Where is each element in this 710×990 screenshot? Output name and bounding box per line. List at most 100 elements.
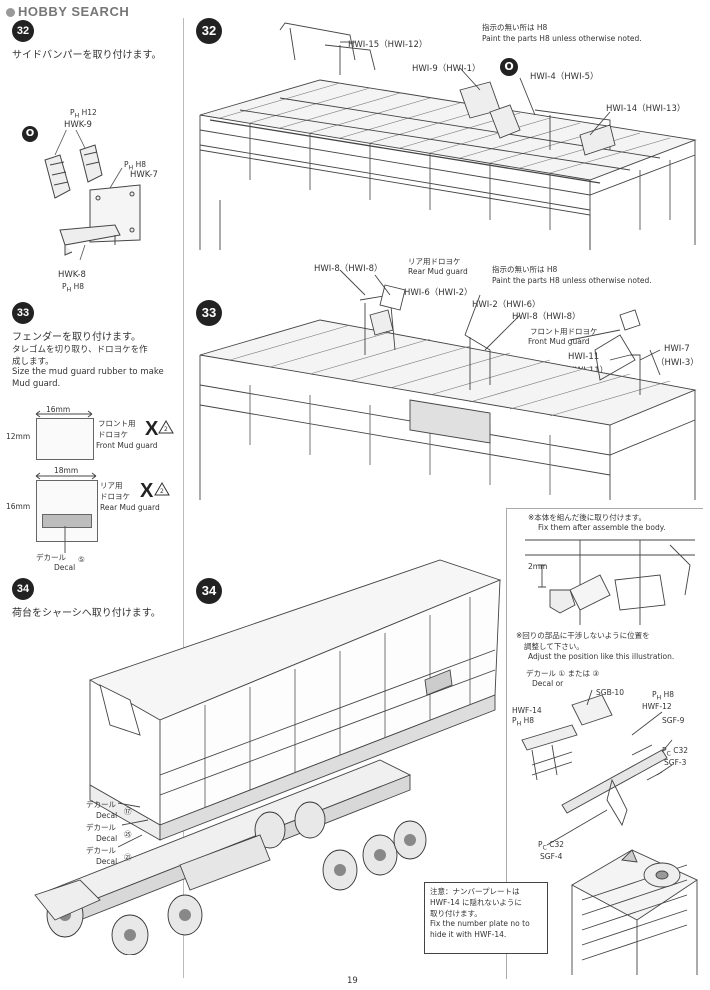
front-width-arrow [35, 410, 93, 418]
logo-dot-icon [6, 8, 15, 17]
front-count-triangle [158, 420, 174, 434]
hwk9-paint: PH H12 [70, 108, 97, 120]
sgb10-label: SGB-10 [596, 688, 624, 697]
hwi7b-label: （HWI-3） [656, 358, 699, 368]
inset-note2-en: Adjust the position like this illustrati… [528, 652, 675, 661]
page-number: 19 [347, 976, 358, 986]
rear-mud-jp1: リア用 [100, 481, 123, 490]
decal-25-num: ㉕ [124, 830, 132, 839]
front-mud-jp1: フロント用 [98, 419, 136, 428]
step-33-en-line1: Size the mud guard rubber to make [12, 367, 164, 377]
rear-mud-jp2: ドロヨケ [100, 492, 130, 501]
hwk8-label: HWK-8 [58, 270, 86, 280]
hwk9-label: HWK-9 [64, 120, 92, 130]
step-32-title: サイドバンパーを取り付けます。 [12, 50, 162, 61]
plate-note-en2: hide it with HWF-14. [430, 930, 507, 939]
rear-width-label: 18mm [54, 466, 79, 475]
step-32-paint-note-en: Paint the parts H8 unless otherwise note… [482, 34, 642, 43]
step-34-trailer-chassis-illustration [34, 559, 502, 955]
hwi11a-label: HWI-11 [568, 352, 600, 362]
step-33-title: フェンダーを取り付けます。 [12, 332, 141, 343]
plate-note-en1: Fix the number plate no to [430, 919, 530, 928]
step-32-number-left: 32 [12, 20, 34, 42]
hwi9-label: HWI-9（HWI-1） [412, 64, 481, 74]
front-mud-guard-en: Front Mud guard [528, 337, 590, 346]
step-32-trailer-roof-illustration [199, 22, 697, 250]
sgf3-label: SGF-3 [664, 758, 687, 767]
hwi15-label: HWI-15（HWI-12） [348, 40, 428, 50]
inset-note2-jp2: 調整して下さい。 [524, 642, 584, 651]
watermark-logo: HOBBY SEARCH [6, 4, 129, 19]
decal-25-en: Decal [96, 834, 118, 843]
inset-rear-bumper-illustration [521, 690, 698, 975]
side-bumper-illustration [44, 130, 141, 261]
step-33-jp-line2: 成します。 [12, 357, 54, 367]
decal-25-jp: デカール [86, 823, 116, 832]
hwi4-label: HWI-4（HWI-5） [530, 72, 599, 82]
step-33-paint-note-en: Paint the parts H8 unless otherwise note… [492, 276, 652, 285]
number-plate-note-box [424, 882, 548, 954]
decal-5-en: Decal [54, 563, 76, 572]
hwk7-paint: PH H8 [124, 160, 147, 172]
step-34-number-left: 34 [12, 578, 34, 600]
rear-width-arrow [35, 472, 97, 480]
step-33-number-right: 33 [196, 300, 222, 326]
decal-21-jp: デカール [86, 846, 116, 855]
hwi2-label: HWI-2（HWI-6） [472, 300, 541, 310]
hwi7a-label: HWI-7 [664, 344, 690, 354]
sgf4-label: SGF-4 [540, 852, 563, 861]
step-33-jp-line1: タレゴムを切り取り、ドロヨケを作 [12, 345, 148, 355]
sgf4-paint: PC C32 [538, 840, 565, 852]
decal-17-en: Decal [96, 811, 118, 820]
hwf12-label: HWF-12 [642, 702, 672, 711]
front-x-mark: X [145, 418, 159, 440]
hwk7-label: HWK-7 [130, 170, 158, 180]
rear-height-label: 16mm [6, 502, 31, 511]
decal-5-num: ⑤ [78, 555, 85, 564]
front-count: 2 [164, 426, 168, 433]
inset-note1-jp: ※本体を組んだ後に取り付けます。 [528, 513, 647, 522]
step-34-title: 荷台をシャーシへ取り付けます。 [12, 608, 161, 619]
plate-note-jp1: 注意：ナンバープレートは [430, 887, 520, 896]
inset-decal-jp: デカール ① または ③ [526, 669, 600, 678]
step-34-number-right: 34 [196, 578, 222, 604]
step-33-en-line2: Mud guard. [12, 379, 61, 389]
sgf3-paint: PC C32 [662, 746, 689, 758]
rear-mud-guard-template [36, 480, 98, 542]
inset-mount-detail-illustration [525, 539, 695, 625]
rear-count-triangle [154, 482, 170, 496]
hwi6-label: HWI-6（HWI-2） [404, 288, 473, 298]
inset-note1-en: Fix them after assemble the body. [538, 523, 666, 532]
decal-17-num: ⑰ [124, 807, 132, 816]
hwf14-paint: PH H8 [512, 716, 535, 728]
decal-21-num: ㉑ [124, 853, 132, 862]
inset-panel [506, 508, 703, 979]
plate-note-jp2: HWF-14 に隠れないように [430, 898, 522, 907]
hwf12-paint: PH H8 [652, 690, 675, 702]
front-mud-jp2: ドロヨケ [98, 430, 128, 439]
hwi8a-label: HWI-8（HWI-8） [314, 264, 383, 274]
front-mud-en: Front Mud guard [96, 441, 158, 450]
hwi14-label: HWI-14（HWI-13） [606, 104, 686, 114]
front-height-label: 12mm [6, 432, 31, 441]
rear-x-mark: X [140, 480, 154, 502]
rear-mud-guard-jp: リア用ドロヨケ [408, 257, 461, 266]
step-32-o-symbol: O [22, 126, 38, 142]
step-33-paint-note-jp: 指示の無い所は H8 [492, 265, 558, 274]
inset-note2-jp1: ※回りの部品に干渉しないように位置を [516, 631, 650, 640]
column-divider [183, 18, 184, 978]
inset-dim-2mm: 2mm [528, 562, 548, 571]
inset-decal-en: Decal or [532, 679, 564, 688]
decal-leader-line [64, 526, 66, 553]
rear-decal-strip [42, 514, 92, 528]
decal-21-en: Decal [96, 857, 118, 866]
step-32-paint-note-jp: 指示の無い所は H8 [482, 23, 548, 32]
sgf9-label: SGF-9 [662, 716, 685, 725]
decal-5-jp: デカール [36, 553, 66, 562]
hwi8b-label: HWI-8（HWI-8） [512, 312, 581, 322]
decal-17-jp: デカール [86, 800, 116, 809]
step-33-number-left: 33 [12, 302, 34, 324]
rear-count: 2 [160, 488, 164, 495]
front-width-label: 16mm [46, 405, 71, 414]
hwf14-label: HWF-14 [512, 706, 542, 715]
